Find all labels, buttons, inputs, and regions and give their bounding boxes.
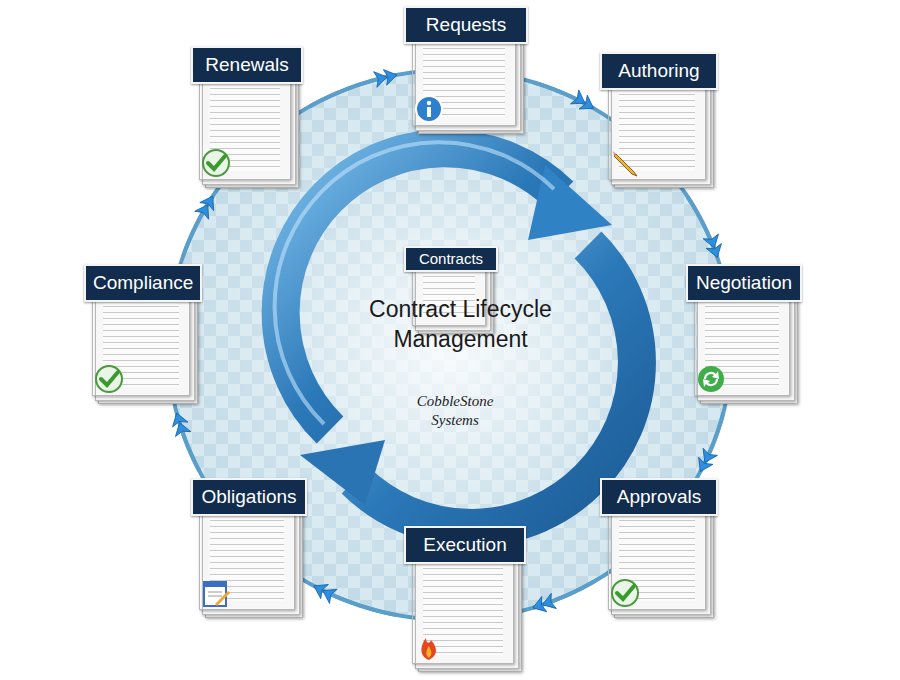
- ring-glow: [170, 72, 730, 618]
- cycle-arrow: [177, 413, 200, 471]
- cycle-swirl: [275, 142, 637, 528]
- stage-header: Negotiation: [686, 264, 802, 302]
- ring-outline: [168, 70, 732, 620]
- info-icon: [414, 94, 444, 124]
- stage-header: Renewals: [191, 46, 303, 84]
- stage-header: Obligations: [191, 478, 307, 516]
- diagram-title-label: Contract Lifecycle Management: [368, 294, 553, 354]
- document-stack: Approvals: [600, 478, 718, 620]
- check-icon: [610, 578, 640, 608]
- document-stack: Authoring: [600, 52, 718, 190]
- vendor-label: CobbleStone Systems: [405, 392, 505, 430]
- document-stack: Compliance: [84, 264, 202, 406]
- cycle-arrow: [534, 83, 593, 109]
- cycle-arrow: [314, 586, 397, 615]
- cycle-arrow: [700, 412, 723, 471]
- document-stack: Contracts: [404, 246, 498, 336]
- pencil-icon: [610, 148, 640, 178]
- cycle-arrow: [533, 582, 594, 608]
- document-stack: Obligations: [191, 478, 307, 620]
- stage-header: Compliance: [84, 264, 202, 302]
- cycle-arrow: [183, 196, 213, 257]
- check-icon: [94, 364, 124, 394]
- stage-header: Contracts: [404, 246, 498, 272]
- document-stack: Requests: [404, 6, 528, 136]
- stage-header: Approvals: [600, 478, 718, 516]
- stage-header: Execution: [404, 526, 526, 564]
- fire-icon: [414, 632, 444, 662]
- recycle-icon: [696, 364, 726, 394]
- document-stack: Negotiation: [686, 264, 802, 406]
- ring-fill: [170, 72, 730, 618]
- stage-header: Authoring: [600, 52, 718, 90]
- cycle-arrow: [688, 197, 718, 257]
- document-stack: Renewals: [191, 46, 303, 190]
- stage-header: Requests: [404, 6, 528, 44]
- cycle-arrow: [310, 75, 397, 106]
- notepad-icon: [201, 578, 231, 608]
- check-icon: [201, 148, 231, 178]
- document-stack: Execution: [404, 526, 526, 674]
- document-pages: [608, 82, 714, 190]
